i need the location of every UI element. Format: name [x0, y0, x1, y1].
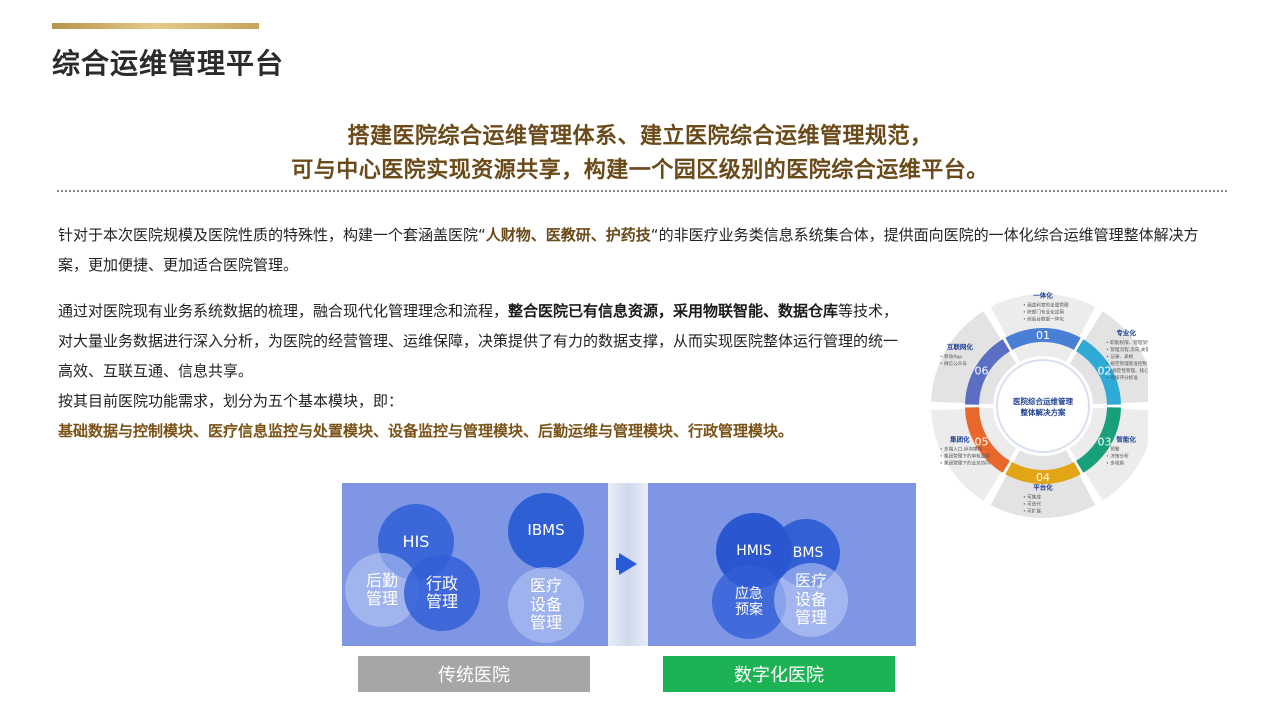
arrow-right-icon: [619, 553, 637, 575]
wheel-item: • 多端入口,纵向横向: [940, 446, 983, 453]
wheel-ring-01: [1005, 328, 1081, 350]
ibms-circle: IBMS: [508, 493, 584, 569]
yingji-circle: 应急 预案: [712, 565, 786, 639]
wheel-number-05: 05: [975, 436, 989, 449]
wheel-title-05: 集团化: [949, 435, 970, 444]
page-title: 综合运维管理平台: [52, 47, 285, 80]
dotted-divider: [57, 190, 1227, 192]
intro-emphasis: 人财物、医教研、护药技: [485, 226, 651, 244]
wheel-segment-06: [931, 311, 1017, 405]
wheel-center-line-2: 整体解决方案: [1021, 407, 1066, 417]
wheel-item: • 考核评分标准: [1106, 374, 1138, 381]
yiliao-circle-right: 医疗 设备 管理: [774, 563, 848, 637]
headline-line-1: 搭建医院综合运维管理体系、建立医院综合运维管理规范，: [347, 124, 933, 149]
intro-text-post: “的非医疗业务类信息系统集合体，提供面向医院的一体化综合运维管理整体解决方案，更…: [58, 226, 1199, 274]
wheel-center-circle: [996, 359, 1090, 453]
wheel-number-04: 04: [1036, 471, 1050, 484]
wheel-title-06: 互联网化: [947, 342, 974, 351]
wheel-ring-05: [965, 407, 1010, 473]
wheel-ring-04: [1005, 462, 1081, 484]
wheel-item: • 可集成: [1023, 494, 1041, 501]
wheel-item: • 可扩展: [1023, 508, 1041, 515]
wheel-item: • 跨部门专业化应用: [1023, 309, 1064, 316]
wheel-center-line-1: 医院综合运维管理: [1013, 396, 1073, 406]
wheel-item: • 多视角: [1106, 460, 1124, 467]
wheel-item: • 预警: [1106, 446, 1120, 453]
wheel-item: • 前后台数据一体化: [1023, 316, 1064, 323]
wheel-ring-02: [1076, 339, 1121, 405]
title-accent-bar: [52, 23, 259, 29]
intro-paragraph: 针对于本次医院规模及医院性质的特殊性，构建一个套涵盖医院“人财物、医教研、护药技…: [58, 220, 1228, 280]
wheel-ring-06: [965, 339, 1010, 405]
wheel-item: • (规定性管理、核心质量): [1106, 367, 1148, 374]
solution-wheel: 医院综合运维管理 整体解决方案 01 一体化 • 涵盖科室的全量管理• 跨部门专业化…: [931, 291, 1148, 518]
wheel-item: • 管理流程,流向,关键过程: [1106, 346, 1148, 353]
digital-hospital-label: 数字化医院: [663, 656, 895, 692]
wheel-item: • 涵盖科室的全量管理: [1023, 302, 1069, 309]
wheel-title-04: 平台化: [1033, 483, 1053, 492]
detail-emphasis: 整合医院已有信息资源，采用物联智能、数据仓库: [508, 302, 839, 320]
wheel-segment-03: [1069, 407, 1148, 501]
intro-text-pre: 针对于本次医院规模及医院性质的特殊性，构建一个套涵盖医院“: [58, 226, 486, 244]
wheel-number-02: 02: [1097, 365, 1111, 378]
module-list: 基础数据与控制模块、医疗信息监控与处置模块、设备监控与管理模块、后勤运维与管理模…: [58, 422, 794, 440]
wheel-number-06: 06: [975, 365, 989, 378]
wheel-item: • 规范管理基准控制: [1106, 360, 1147, 367]
digital-hospital-panel: IBMS HMIS 应急 预案 医疗 设备 管理: [648, 483, 916, 646]
headline-line-2: 可与中心医院实现资源共享，构建一个园区级别的医院综合运维平台。: [291, 158, 989, 183]
wheel-item: • 集团管理下的业务协同: [940, 460, 991, 467]
detail-text-post: 等技术，对大量业务数据进行深入分析，为医院的经营管理、运维保障，决策提供了有力的…: [58, 302, 899, 380]
yiliao-circle: 医疗 设备 管理: [508, 567, 584, 643]
detail-text-pre: 通过对医院现有业务系统数据的梳理，融合现代化管理理念和流程，: [58, 302, 509, 320]
wheel-segment-05: [931, 407, 1017, 501]
traditional-hospital-panel: HIS 后勤 管理 行政 管理 IBMS 医疗 设备 管理: [342, 483, 608, 646]
wheel-number-03: 03: [1097, 436, 1111, 449]
wheel-item: • 职能权限、管理架构: [1106, 339, 1148, 346]
wheel-number-01: 01: [1036, 329, 1050, 342]
wheel-item: • 可迭代: [1023, 501, 1041, 508]
wheel-ring-03: [1076, 407, 1121, 473]
wheel-title-03: 智能化: [1116, 435, 1136, 444]
wheel-item: • 集团管理下的审核监管: [940, 453, 991, 460]
traditional-hospital-label: 传统医院: [358, 656, 590, 692]
detail-line-2: 按其目前医院功能需求，划分为五个基本模块，即：: [58, 392, 404, 410]
wheel-item: • 决策分析: [1106, 453, 1129, 460]
xingzheng-circle: 行政 管理: [404, 555, 480, 631]
wheel-title-02: 专业化: [1116, 328, 1136, 337]
wheel-item: • 记录、表格: [1106, 353, 1134, 360]
wheel-segment-02: [1069, 311, 1148, 405]
wheel-title-01: 一体化: [1033, 291, 1053, 300]
wheel-item: • 微信公众号: [940, 360, 968, 367]
wheel-item: • 移动App: [940, 353, 962, 360]
detail-paragraph: 通过对医院现有业务系统数据的梳理，融合现代化管理理念和流程，整合医院已有信息资源…: [58, 296, 908, 446]
